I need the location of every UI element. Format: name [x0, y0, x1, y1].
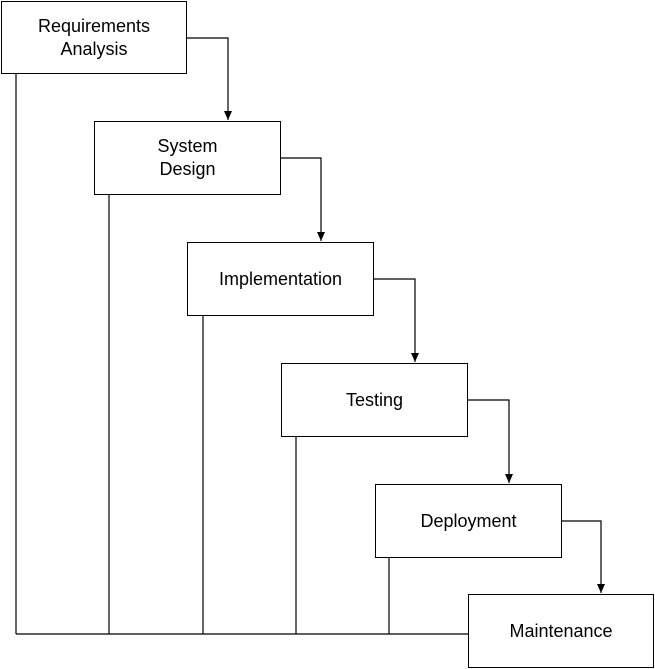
- flow-arrow-deployment-to-maintenance: [562, 520, 605, 593]
- stage-label: System Design: [157, 136, 218, 179]
- stage-box-maintenance: Maintenance: [468, 594, 654, 668]
- stage-label: Maintenance: [509, 620, 613, 641]
- stage-label: Deployment: [420, 510, 517, 531]
- stage-box-testing: Testing: [281, 363, 468, 437]
- stage-box-requirements-analysis: Requirements Analysis: [1, 1, 187, 74]
- stage-label: Requirements Analysis: [37, 15, 151, 59]
- stage-box-deployment: Deployment: [375, 484, 562, 558]
- flow-arrow-design-to-implementation: [281, 157, 325, 241]
- flow-arrow-requirements-to-design: [187, 37, 232, 120]
- stage-box-implementation: Implementation: [187, 242, 374, 316]
- stage-label: Implementation: [218, 268, 343, 289]
- stage-box-system-design: System Design: [94, 121, 281, 195]
- flow-arrow-implementation-to-testing: [374, 278, 419, 362]
- stage-label: Testing: [345, 389, 404, 410]
- flow-arrow-testing-to-deployment: [468, 399, 513, 483]
